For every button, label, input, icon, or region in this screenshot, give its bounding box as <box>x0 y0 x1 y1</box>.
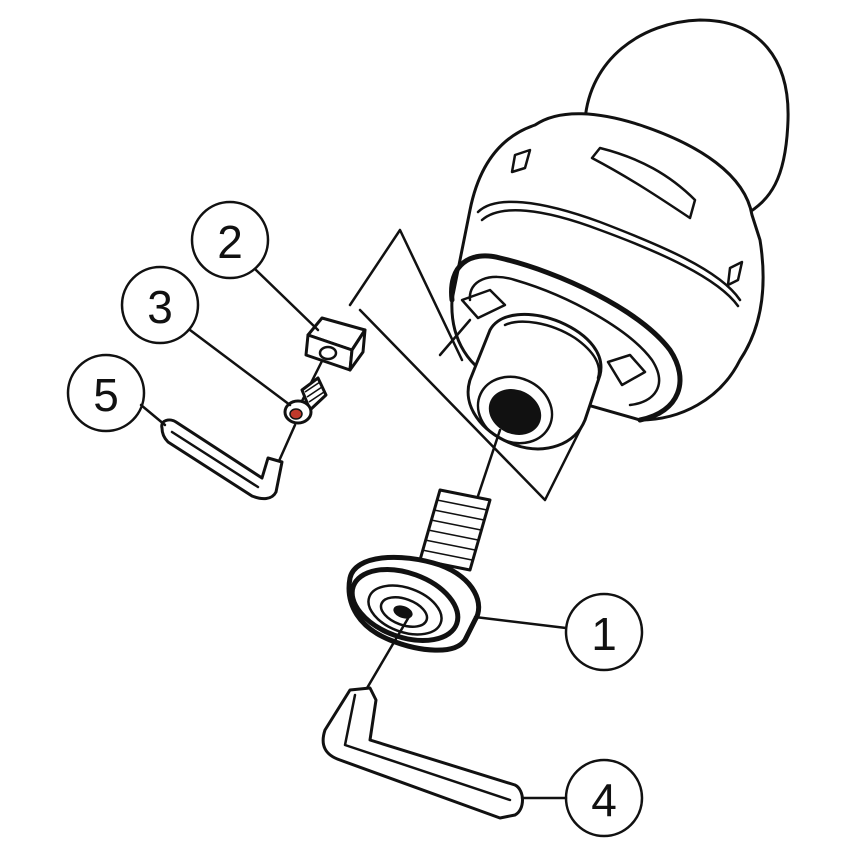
callout-4: 4 <box>520 758 644 838</box>
callout-5: 5 <box>66 353 167 433</box>
callout-3-label: 3 <box>147 281 173 333</box>
tool-holder-body <box>449 18 790 451</box>
callout-4-label: 4 <box>591 774 617 826</box>
callout-1-label: 1 <box>591 608 617 660</box>
part-3-cap-screw <box>283 376 328 425</box>
callout-3: 3 <box>120 265 292 407</box>
assembly-guide-lines <box>273 228 587 702</box>
callout-1: 1 <box>473 592 644 672</box>
callout-2: 2 <box>190 200 320 332</box>
part-4-large-hex-key <box>321 686 524 820</box>
part-2-square-nut <box>304 316 367 372</box>
part-5-small-hex-key <box>160 418 284 501</box>
callout-2-label: 2 <box>217 216 243 268</box>
callout-5-label: 5 <box>93 369 119 421</box>
part-1-clamping-screw <box>346 488 492 653</box>
